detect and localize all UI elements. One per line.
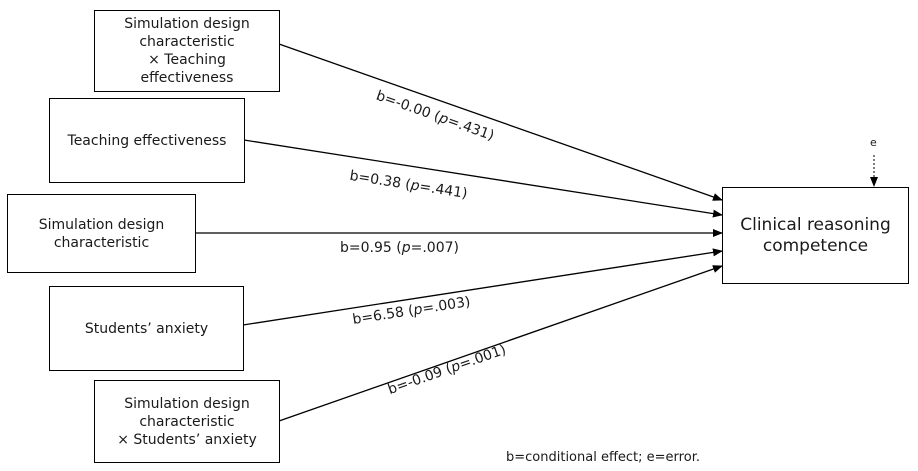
node-teaching: Teaching effectiveness (49, 98, 245, 183)
edge-arrow-2 (243, 139, 723, 218)
node-label-line: Teaching effectiveness (67, 132, 227, 149)
b-prefix: b= (348, 167, 372, 187)
error-label: e (870, 136, 877, 149)
b-prefix: b= (351, 309, 375, 329)
node-label-line: characteristic (53, 234, 150, 251)
node-label-line: effectiveness (140, 70, 234, 86)
node-label-line: Students’ anxiety (84, 320, 209, 337)
node-label-line: × Students’ anxiety (117, 431, 257, 448)
p-symbol: p (401, 240, 411, 256)
node-label-line: × Teaching (148, 52, 226, 68)
node-label-line: Simulation design (38, 216, 165, 233)
p-close: ) (453, 240, 459, 256)
node-label-line: Clinical reasoning (740, 214, 891, 235)
node-label-line: Simulation design (124, 395, 250, 412)
footnote: b=conditional effect; e=error. (506, 450, 700, 465)
b-prefix: b= (340, 240, 361, 256)
p-open: ( (391, 240, 402, 256)
edge-label-3: b=0.95 (p=.007) (340, 240, 459, 256)
node-label-line: characteristic (139, 34, 235, 50)
b-value: 0.95 (360, 240, 392, 256)
node-anxiety: Students’ anxiety (49, 286, 244, 371)
node-interaction-teaching: Simulation design characteristic × Teach… (94, 10, 280, 92)
node-simulation: Simulation design characteristic (7, 194, 196, 273)
node-outcome: Clinical reasoning competence (722, 187, 909, 284)
edge-arrow-5 (278, 265, 723, 422)
edge-arrow-1 (278, 43, 723, 201)
p-equals: = (410, 240, 423, 256)
node-label-line: characteristic (139, 413, 235, 430)
node-label-line: competence (762, 235, 869, 256)
edge-arrow-4 (242, 248, 723, 326)
node-interaction-anxiety: Simulation design characteristic × Stude… (94, 380, 280, 463)
node-label-line: Simulation design (124, 16, 250, 32)
p-value: .007 (422, 240, 454, 256)
